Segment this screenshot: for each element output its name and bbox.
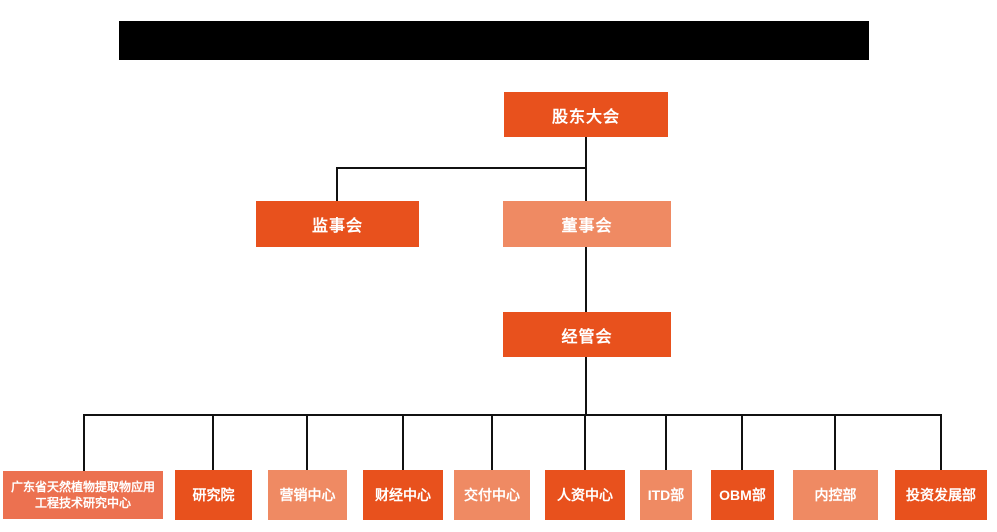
connector-drop-1 [83,414,85,471]
connector-branch-horizontal [336,167,587,169]
node-dept-delivery-center: 交付中心 [454,470,530,520]
node-label: 交付中心 [464,487,520,503]
node-management-committee: 经管会 [503,312,671,357]
node-label: ITD部 [647,487,685,503]
connector-drop-6 [584,414,586,470]
node-dept-internal-control: 内控部 [793,470,878,520]
node-supervisory-board: 监事会 [256,201,419,247]
connector-supervisory-drop [336,167,338,201]
connector-shareholders-down [585,137,587,201]
connector-drop-5 [491,414,493,470]
node-dept-investment-development: 投资发展部 [895,470,987,520]
connector-drop-2 [212,414,214,470]
node-label: OBM部 [719,487,766,503]
node-label: 财经中心 [375,487,431,503]
connector-management-down [585,357,587,415]
node-dept-itd: ITD部 [640,470,692,520]
node-dept-research-institute: 研究院 [175,470,252,520]
node-dept-research-center: 广东省天然植物提取物应用工程技术研究中心 [3,471,163,519]
connector-drop-7 [665,414,667,470]
node-label: 人资中心 [557,487,613,503]
node-label: 研究院 [192,487,235,503]
node-label: 投资发展部 [906,487,976,503]
node-board-of-directors: 董事会 [503,201,671,247]
connector-bottom-horizontal [83,414,942,416]
node-dept-obm: OBM部 [711,470,774,520]
connector-drop-9 [834,414,836,470]
connector-drop-3 [306,414,308,470]
node-label: 广东省天然植物提取物应用工程技术研究中心 [10,479,155,510]
node-label: 董事会 [561,218,613,235]
node-label: 监事会 [311,218,363,235]
connector-board-management [585,247,587,312]
node-label: 经管会 [561,328,613,346]
node-shareholders-meeting: 股东大会 [504,92,668,137]
node-label: 内控部 [814,487,857,503]
node-label: 营销中心 [279,487,336,503]
node-dept-marketing-center: 营销中心 [268,470,347,520]
node-dept-hr-center: 人资中心 [545,470,625,520]
connector-drop-4 [402,414,404,470]
redacted-title-bar [119,21,869,60]
connector-drop-8 [741,414,743,470]
connector-drop-10 [940,414,942,470]
node-label: 股东大会 [551,108,620,126]
node-dept-finance-center: 财经中心 [363,470,443,520]
